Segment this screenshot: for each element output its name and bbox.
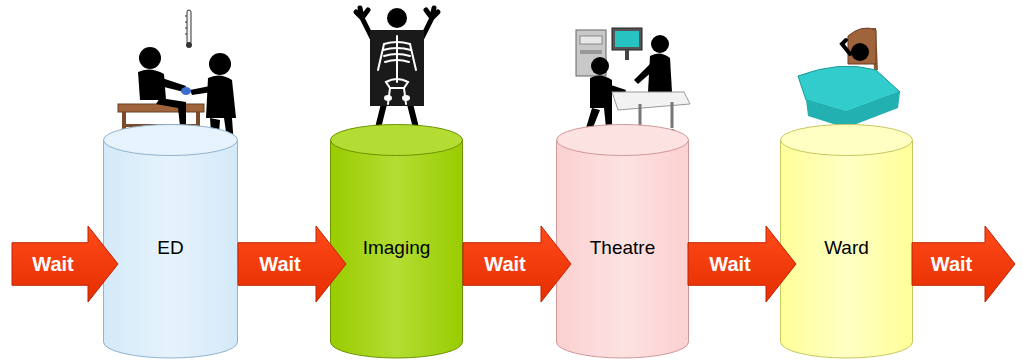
wait-label: Wait [484, 253, 525, 276]
wait-arrow: Wait [12, 226, 118, 302]
wait-label: Wait [931, 253, 972, 276]
cylinder-body [104, 140, 238, 358]
arrow-outline [238, 226, 346, 302]
theatre-scene [576, 28, 690, 138]
stage-cylinder: Imaging [330, 124, 463, 358]
stage-cylinder: Ward [780, 124, 913, 358]
stage-label: Ward [824, 237, 869, 259]
wait-label: Wait [709, 253, 750, 276]
cylinder-top [781, 125, 913, 156]
cylinder-top [557, 125, 689, 156]
wait-arrow: Wait [912, 226, 1015, 302]
cylinder-top [104, 125, 238, 156]
wait-arrow: Wait [688, 226, 796, 302]
arrow-outline [688, 226, 796, 302]
cylinder-top [331, 125, 463, 156]
cylinder-body [781, 140, 913, 358]
arrow-outline [12, 226, 118, 302]
stage-cylinder: Theatre [556, 124, 689, 358]
stage-cylinder: ED [103, 124, 238, 358]
stage-label: Theatre [590, 237, 655, 259]
imaging-scene [356, 8, 438, 132]
wait-arrow: Wait [463, 226, 571, 302]
arrow-outline [912, 226, 1015, 302]
wait-label: Wait [259, 253, 300, 276]
ward-scene [798, 28, 900, 128]
wait-arrow: Wait [238, 226, 346, 302]
wait-label: Wait [32, 253, 73, 276]
cylinder-body [557, 140, 689, 358]
stage-label: Imaging [363, 237, 431, 259]
stage-label: ED [157, 237, 183, 259]
cylinder-body [331, 140, 463, 358]
arrow-outline [463, 226, 571, 302]
